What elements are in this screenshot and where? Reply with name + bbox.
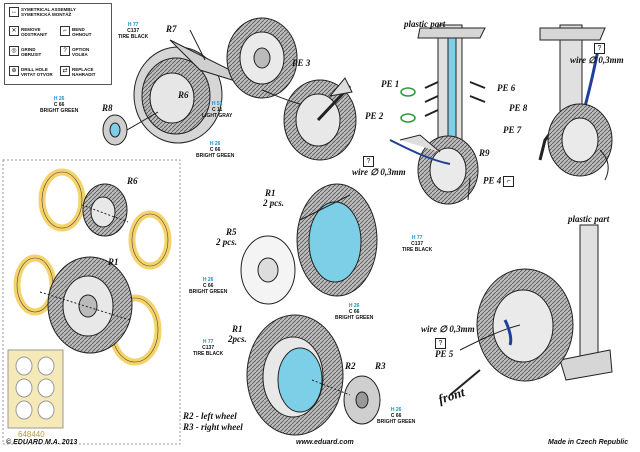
wheel-center — [389, 134, 479, 205]
mask-sheet — [7, 349, 64, 429]
label-pe7: PE 7 — [503, 125, 522, 135]
option-box-right: ? — [592, 41, 605, 57]
label-r2: R2 — [345, 361, 356, 371]
option-icon: ? — [435, 338, 446, 350]
wheel-r6-left — [81, 183, 129, 237]
label-pe1: PE 1 — [381, 79, 400, 89]
wheel-r7 — [226, 17, 298, 99]
wire-note-center: wire ∅ 0,3mm — [352, 167, 406, 177]
wheel-r1-lower — [246, 314, 381, 436]
label-pe2: PE 2 — [365, 111, 384, 121]
plastic-part-lower: plastic part — [568, 214, 610, 224]
label-r1-left: R1 — [108, 257, 119, 267]
footer-website: www.eduard.com — [296, 439, 354, 446]
label-r6-left: R6 — [127, 176, 138, 186]
option-box-center: ? — [361, 154, 374, 170]
left-wheel-note: R2 - left wheel — [183, 411, 237, 421]
grind-icon: ◎ — [9, 46, 19, 56]
legend-bend: BEND OHNOUT — [72, 27, 92, 37]
replace-icon: ⇄ — [60, 66, 70, 76]
remove-icon: ✕ — [9, 26, 19, 36]
wire-note-lower: wire ∅ 0,3mm — [421, 324, 475, 334]
footer-copyright: © EDUARD M.A. 2013 — [6, 439, 78, 446]
wheel-r6-top — [102, 46, 223, 146]
gear-leg-center — [400, 24, 486, 151]
bend-icon: ⌐ — [60, 26, 70, 36]
qty-r5: 2 pcs. — [216, 237, 237, 247]
label-r1-lower: R1 — [232, 324, 243, 334]
footer-origin: Made in Czech Republic — [548, 439, 629, 446]
legend-symmetrical: SYMETRICAL ASSEMBLY SYMETRICKÁ MONTÁŽ — [21, 7, 76, 17]
label-r7: R7 — [166, 24, 177, 34]
legend-drill: DRILL HOLE VRTAT OTVOR — [21, 67, 53, 77]
qty-r1-lower: 2pcs. — [228, 334, 247, 344]
gear-leg-right — [538, 24, 613, 181]
label-r5: R5 — [226, 227, 237, 237]
wheel-pe3 — [261, 77, 357, 161]
qty-r1: 2 pcs. — [263, 198, 284, 208]
label-pe5: PE 5 — [435, 349, 454, 359]
drill-icon: ⊕ — [9, 66, 19, 76]
wheel-r1-left — [39, 256, 133, 354]
right-wheel-note: R3 - right wheel — [183, 422, 243, 432]
option-box-lower: ? — [433, 336, 446, 352]
option-icon: ? — [60, 46, 70, 56]
label-pe8: PE 8 — [509, 103, 528, 113]
legend-remove: REMOVE ODSTRANIT — [21, 27, 48, 37]
label-r1-center: R1 — [265, 188, 276, 198]
label-r6-top: R6 — [178, 90, 189, 100]
option-icon: ? — [363, 156, 374, 168]
legend-option: OPTION VOLBA — [72, 47, 90, 57]
label-r9: R9 — [479, 148, 490, 158]
bend-icon: ⌐ — [503, 176, 515, 187]
label-pe4: PE 4⌐ — [483, 176, 515, 187]
label-pe3: PE 3 — [292, 58, 311, 68]
legend-box: ↔ SYMETRICAL ASSEMBLY SYMETRICKÁ MONTÁŽ … — [4, 3, 112, 85]
option-icon: ? — [594, 43, 605, 55]
photoetch-panel — [2, 159, 181, 445]
wheel-r1-center — [240, 183, 378, 305]
mask-rings — [13, 168, 172, 366]
legend-replace: REPLACE NAHRADIT — [72, 67, 96, 77]
gear-lower-right — [449, 224, 613, 396]
legend-grind: GRIND OBRUSIT — [21, 47, 42, 57]
label-pe6: PE 6 — [497, 83, 516, 93]
label-r8: R8 — [102, 103, 113, 113]
symmetrical-icon: ↔ — [9, 7, 19, 17]
plastic-part-top: plastic part — [404, 19, 446, 29]
label-r3: R3 — [375, 361, 386, 371]
wire-note-right: wire ∅ 0,3mm — [570, 55, 624, 65]
mask-sheet-number: 648440 — [18, 430, 45, 439]
